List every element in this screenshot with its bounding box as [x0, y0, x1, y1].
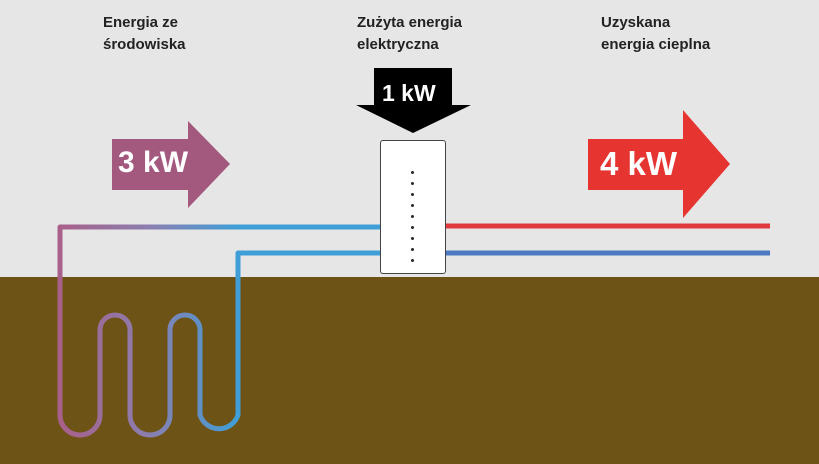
heat-energy-heading: Uzyskana energia cieplna — [601, 14, 711, 53]
environment-energy-heading: Energia ze środowiska — [103, 14, 186, 53]
heat-power-label: 4 kW — [600, 145, 678, 182]
heat-pump-icon — [380, 140, 446, 274]
ground-loop-pipe — [57, 224, 383, 438]
electric-power-label: 1 kW — [382, 80, 436, 106]
electric-energy-arrow — [356, 68, 471, 133]
unit-vent-dot — [411, 226, 414, 229]
unit-vent-dot — [411, 204, 414, 207]
unit-vent-dot — [411, 215, 414, 218]
heat-energy-arrow — [588, 110, 730, 218]
unit-vent-dot — [411, 182, 414, 185]
unit-vent-dot — [411, 193, 414, 196]
environment-energy-arrow — [112, 121, 230, 208]
unit-vent-dot — [411, 248, 414, 251]
environment-power-label: 3 kW — [118, 146, 189, 179]
unit-vent-dot — [411, 259, 414, 262]
unit-vent-dot — [411, 237, 414, 240]
unit-vent-dot — [411, 171, 414, 174]
electric-energy-heading: Zużyta energia elektryczna — [357, 14, 463, 53]
